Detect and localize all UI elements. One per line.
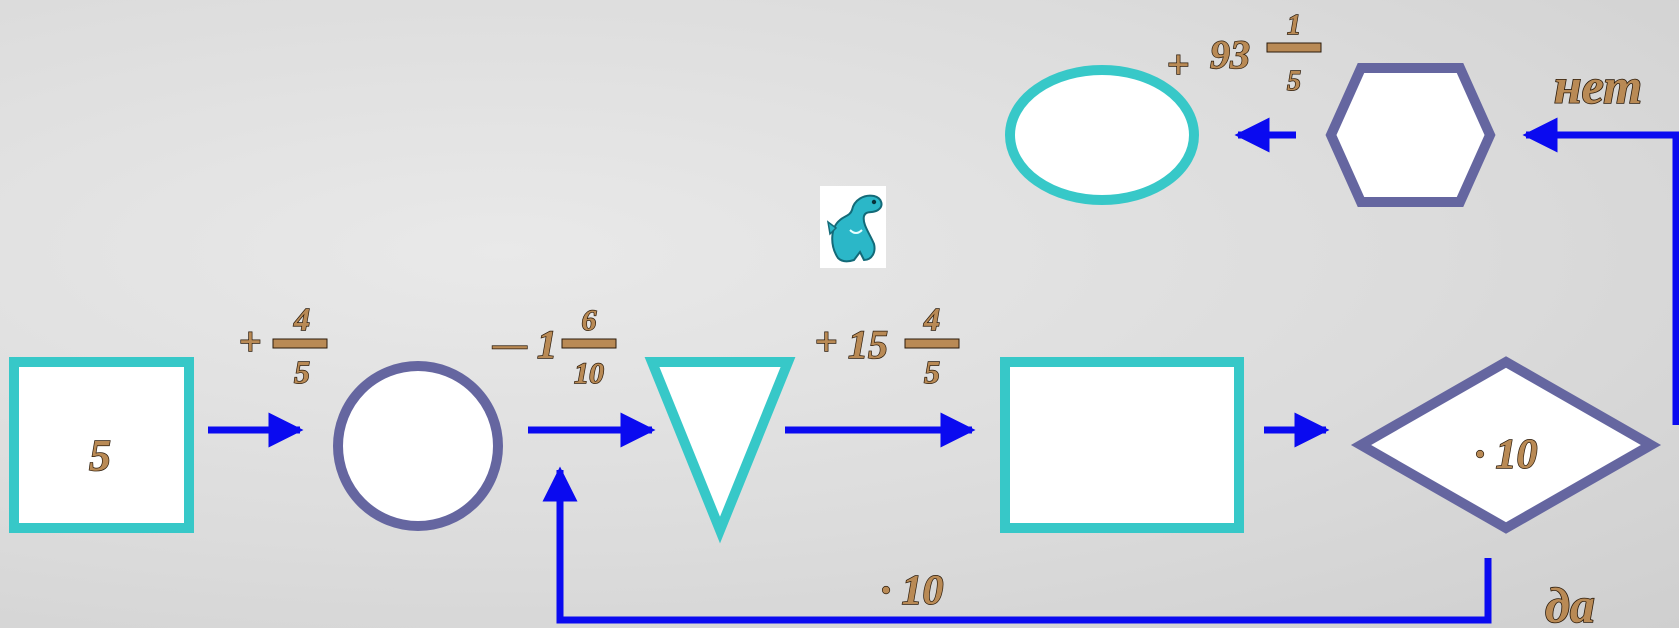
op3-label: + 15 4 5 <box>814 300 960 391</box>
decision-diamond <box>1350 356 1662 534</box>
op4-label: + 93 1 5 <box>1166 9 1322 98</box>
svg-text:6: 6 <box>582 304 597 337</box>
svg-text:5: 5 <box>1287 66 1301 97</box>
svg-text:—: — <box>492 326 527 363</box>
op1-label: + 4 5 <box>238 300 328 391</box>
svg-text:+: + <box>1167 42 1190 87</box>
svg-text:+: + <box>815 319 838 364</box>
svg-text:+: + <box>239 319 262 364</box>
svg-text:15: 15 <box>848 322 888 367</box>
svg-text:5: 5 <box>924 354 940 390</box>
start-value: 5 <box>89 431 111 480</box>
svg-text:5: 5 <box>294 354 310 390</box>
svg-text:1: 1 <box>1287 10 1301 41</box>
branch-no-label: нет <box>1554 58 1642 114</box>
svg-text:4: 4 <box>293 301 310 337</box>
rectangle-node <box>1000 357 1244 533</box>
diamond-label: · 10 <box>1475 432 1538 478</box>
dinosaur-icon <box>820 186 886 268</box>
triangle-node <box>644 357 796 544</box>
op2-label: — 1 6 10 <box>491 303 617 391</box>
arrow-yes-loop <box>542 466 1492 624</box>
svg-text:93: 93 <box>1210 32 1250 77</box>
hexagon-node <box>1325 63 1496 207</box>
start-square <box>9 357 194 533</box>
circle-node <box>333 361 503 531</box>
svg-text:10: 10 <box>574 357 604 390</box>
svg-text:1: 1 <box>537 322 557 367</box>
loop-label: · 10 <box>881 568 944 614</box>
arrow-no-branch <box>1522 117 1679 425</box>
result-ellipse <box>1005 65 1199 205</box>
svg-text:4: 4 <box>923 301 940 337</box>
branch-yes-label: да <box>1545 577 1595 628</box>
